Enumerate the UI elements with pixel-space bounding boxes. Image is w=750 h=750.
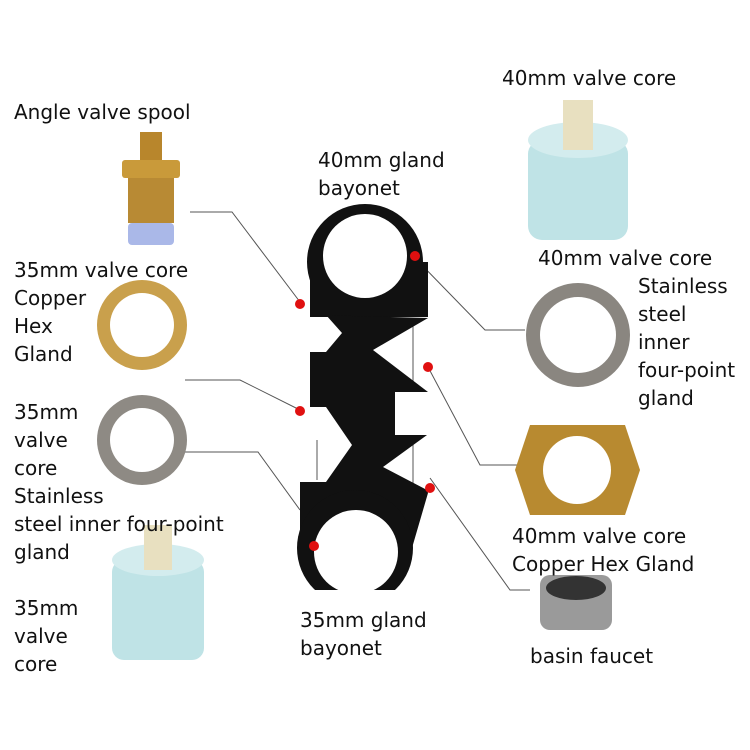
label-35mm-gland-bayonet: 35mm gland bayonet bbox=[300, 608, 427, 660]
dim-22mm: 22MM bbox=[423, 446, 435, 477]
marker-dot bbox=[309, 541, 319, 551]
marker-dot bbox=[295, 299, 305, 309]
label-40mm-gland-bayonet: 40mm gland bayonet bbox=[318, 148, 445, 200]
stainless-gland-35-image bbox=[97, 395, 187, 485]
stainless-gland-40-image bbox=[526, 283, 630, 387]
marker-dot bbox=[410, 251, 420, 261]
label-40mm-valve-core-top: 40mm valve core bbox=[502, 66, 677, 90]
leader-line bbox=[185, 451, 301, 511]
leader-line bbox=[429, 477, 530, 591]
label-angle-valve-spool: Angle valve spool bbox=[14, 100, 191, 124]
marker-dot bbox=[425, 483, 435, 493]
dim-27mm: 27MM bbox=[293, 425, 305, 456]
wrench-bottom-hole bbox=[314, 510, 398, 594]
label-35mm-valve-core: 35mm valve core bbox=[14, 596, 79, 676]
markers bbox=[295, 251, 435, 551]
leader-line bbox=[427, 366, 520, 466]
leader-lines bbox=[185, 211, 530, 591]
wrench-body bbox=[300, 315, 428, 548]
marker-dot bbox=[423, 362, 433, 372]
label-40mm-copper-hex-gland: 40mm valve core Copper Hex Gland bbox=[512, 524, 695, 576]
leader-line bbox=[414, 257, 525, 331]
label-40mm-valve-core-stainless: 40mm valve core bbox=[538, 246, 713, 270]
label-basin-faucet: basin faucet bbox=[530, 644, 654, 668]
copper-hex-gland-40-image bbox=[515, 425, 640, 515]
angle-valve-spool-image bbox=[122, 132, 180, 245]
basin-faucet-image bbox=[540, 575, 612, 630]
leader-line bbox=[185, 379, 301, 411]
label-35mm-copper-hex-gland: 35mm valve core Copper Hex Gland bbox=[14, 258, 189, 366]
valve-core-35-image bbox=[112, 525, 204, 660]
copper-hex-gland-35-image bbox=[97, 280, 187, 370]
label-35mm-stainless-gland: 35mm valve core Stainless steel inner fo… bbox=[14, 400, 224, 564]
label-stainless-four-point-gland: Stainless steel inner four-point gland bbox=[638, 274, 736, 410]
leader-line bbox=[190, 211, 301, 303]
valve-core-40-image bbox=[528, 100, 628, 240]
marker-dot bbox=[295, 406, 305, 416]
dim-14mm: 14MM bbox=[287, 318, 299, 349]
wrench-top-hole bbox=[323, 214, 407, 298]
